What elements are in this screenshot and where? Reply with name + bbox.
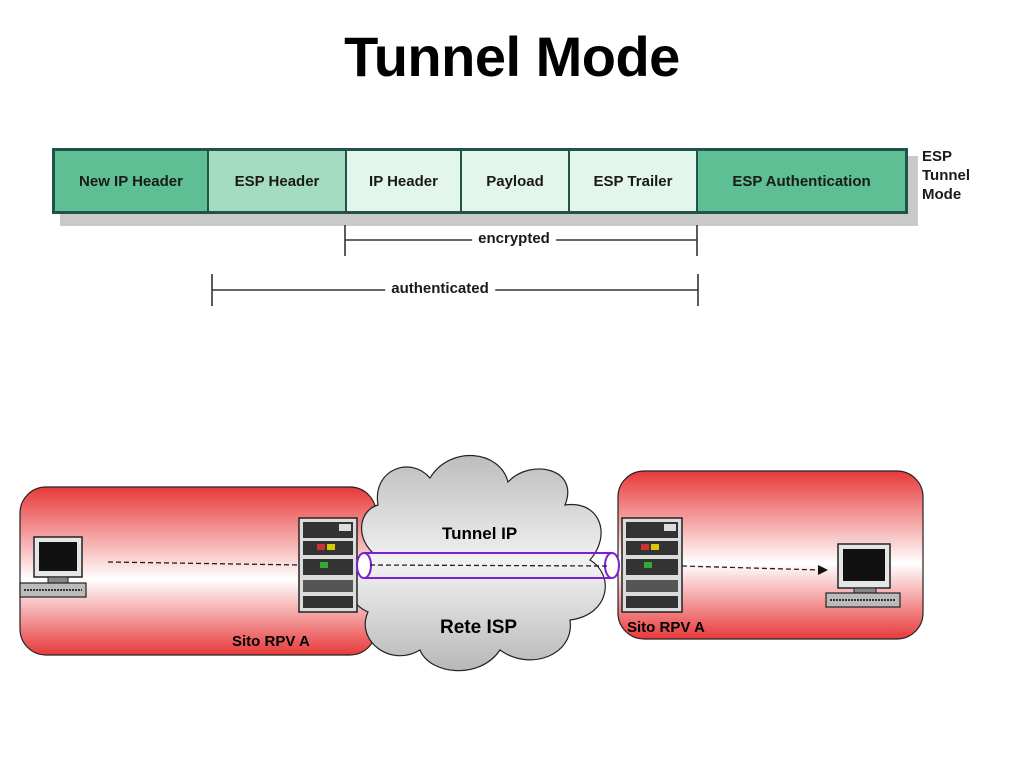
right-site-label: Sito RPV A — [627, 619, 705, 636]
field-esp-authentication: ESP Authentication — [698, 151, 905, 211]
right-computer-icon — [825, 543, 901, 608]
encrypted-label: encrypted — [472, 230, 556, 247]
field-esp-header: ESP Header — [209, 151, 347, 211]
field-ip-header: IP Header — [347, 151, 462, 211]
field-new-ip-header: New IP Header — [55, 151, 209, 211]
left-computer-icon — [19, 536, 87, 598]
traffic-arrowhead — [818, 565, 828, 575]
ip-tunnel — [356, 552, 620, 579]
left-server-icon — [298, 517, 358, 613]
esp-label-line-1: ESP — [922, 148, 953, 165]
tunnel-ip-label: Tunnel IP — [442, 524, 518, 543]
field-payload: Payload — [462, 151, 570, 211]
left-site-label: Sito RPV A — [232, 633, 310, 650]
esp-tunnel-mode-label: ESP Tunnel Mode — [922, 147, 970, 204]
isp-cloud — [346, 455, 606, 672]
authenticated-label: authenticated — [385, 280, 495, 297]
esp-packet: New IP Header ESP Header IP Header Paylo… — [52, 148, 908, 214]
slide-title: Tunnel Mode — [344, 25, 680, 88]
field-esp-trailer: ESP Trailer — [570, 151, 698, 211]
traffic-path-right — [681, 565, 821, 571]
esp-label-line-2: Tunnel — [922, 167, 971, 184]
right-server-icon — [621, 517, 683, 613]
rete-isp-label: Rete ISP — [440, 617, 518, 638]
esp-label-line-3: Mode — [922, 186, 962, 203]
traffic-path-left — [107, 561, 301, 566]
